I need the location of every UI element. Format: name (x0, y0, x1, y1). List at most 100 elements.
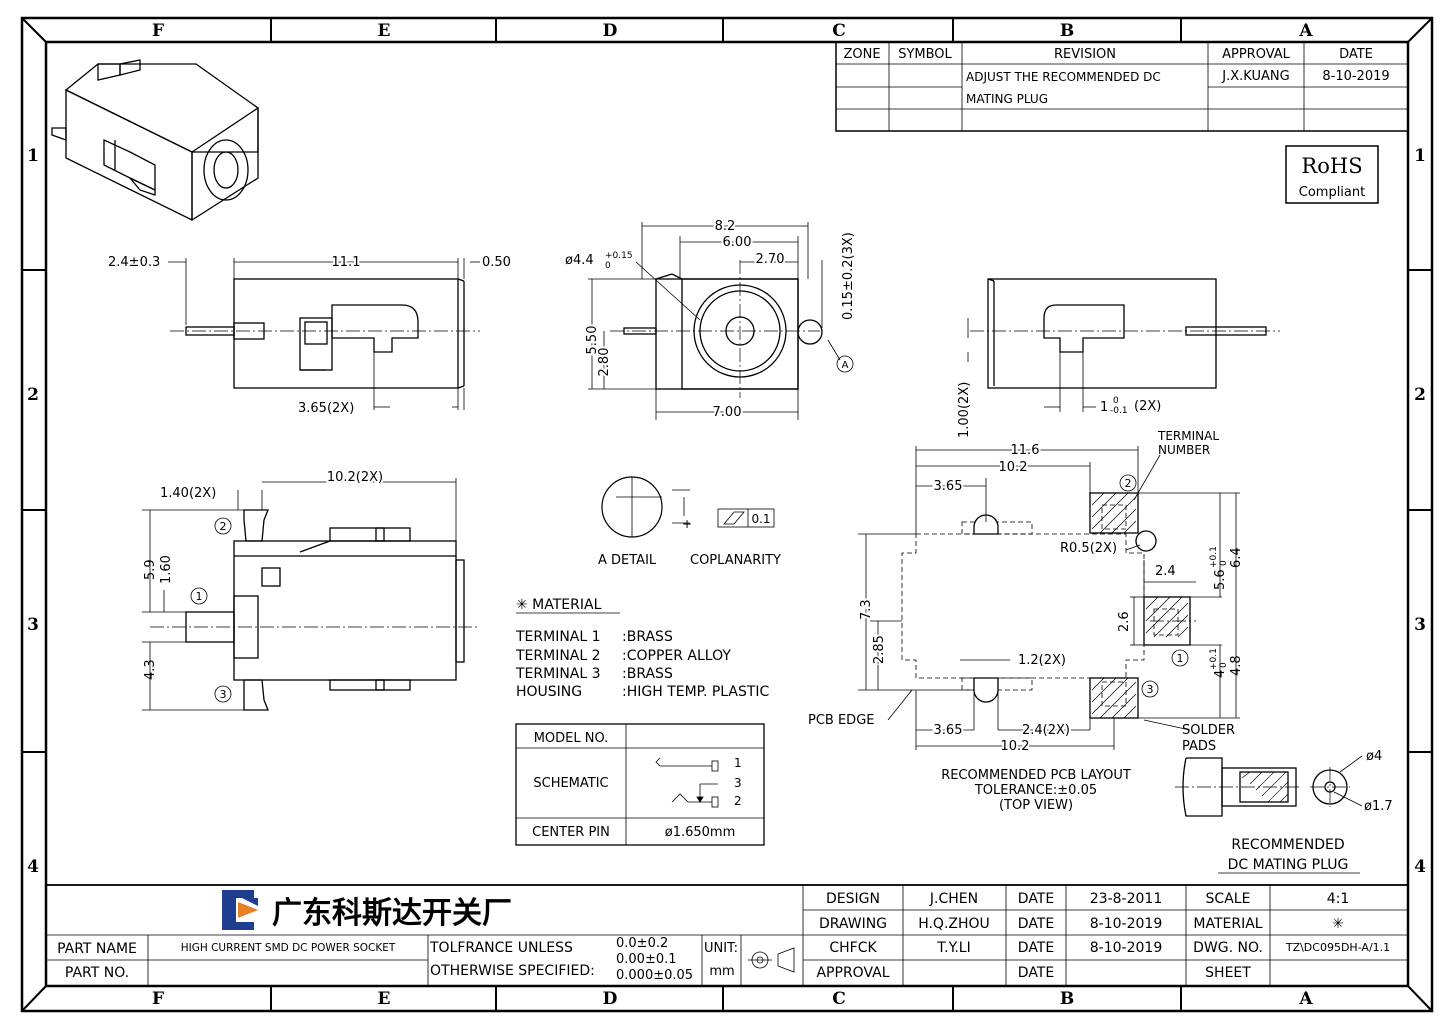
check-date-label: DATE (1018, 940, 1054, 956)
projection-symbol-icon (748, 947, 795, 973)
material-part-4: HOUSING (516, 684, 582, 700)
terminal-number-label-2: NUMBER (1158, 443, 1210, 457)
material-mat-2: :COPPER ALLOY (622, 648, 731, 664)
dim-front-phi-4-4: ø4.4 (565, 253, 594, 268)
dim-pcb-4-sup: +0.1 (1209, 648, 1219, 670)
pcb-terminal-1: 1 (1177, 652, 1184, 665)
rev-header-symbol: SYMBOL (898, 47, 952, 62)
dim-pcb-10-2-bottom: 10.2 (1001, 739, 1030, 754)
drawing-date-label: DATE (1018, 916, 1054, 932)
zone-col-a-top: A (1298, 21, 1313, 41)
dim-front-7-00: 7.00 (713, 405, 742, 420)
detail-a: + 0.1 A DETAIL COPLANARITY (598, 476, 781, 568)
rev-header-approval: APPROVAL (1222, 47, 1291, 62)
design-label: DESIGN (826, 891, 880, 907)
dim-front-phi-4-4-sub: 0 (605, 261, 611, 271)
zone-col-c-bottom: C (832, 989, 846, 1009)
dim-pcb-4-8: 4.8 (1229, 655, 1244, 676)
zone-row-3-right: 3 (1414, 615, 1426, 635)
zone-row-4-right: 4 (1414, 857, 1426, 877)
zone-col-f-bottom: F (152, 989, 164, 1009)
solder-pads-label-1: SOLDER (1182, 723, 1235, 738)
dim-pcb-2-4: 2.4 (1155, 564, 1176, 579)
zone-col-e-top: E (378, 21, 391, 41)
dim-pcb-3-65-top: 3.65 (934, 479, 963, 494)
model-table: MODEL NO. SCHEMATIC CENTER PIN ø1.650mm … (515, 723, 765, 846)
design-value: J.CHEN (929, 891, 978, 907)
dim-pcb-2-85: 2.85 (872, 635, 887, 664)
scale-value: 4:1 (1327, 891, 1350, 907)
center-pin-label: CENTER PIN (532, 825, 610, 840)
plug-caption-2: DC MATING PLUG (1228, 857, 1349, 873)
part-name-value: HIGH CURRENT SMD DC POWER SOCKET (181, 942, 396, 954)
zone-col-b-top: B (1060, 21, 1074, 41)
material-value: ✳ (1332, 916, 1344, 932)
part-name-label: PART NAME (57, 941, 137, 957)
bottom-terminal-3: 3 (220, 688, 227, 701)
dim-bottom-4-3: 4.3 (143, 659, 158, 680)
dim-bottom-1-40: 1.40(2X) (160, 486, 216, 501)
zone-col-e-bottom: E (378, 989, 391, 1009)
plug-dim-phi-4: ø4 (1366, 749, 1382, 764)
dim-bottom-10-2: 10.2(2X) (327, 470, 383, 485)
dim-side-right-2x: (2X) (1134, 399, 1161, 414)
dim-front-5-50: 5.50 (585, 326, 600, 355)
zone-row-4-left: 4 (27, 857, 39, 877)
bottom-terminal-1: 1 (196, 590, 203, 603)
schematic-label: SCHEMATIC (533, 776, 608, 791)
terminal-number-label-1: TERMINAL (1157, 429, 1219, 443)
zone-col-a-bottom: A (1298, 989, 1313, 1009)
dim-front-2-80: 2.80 (597, 348, 612, 377)
rev-header-revision: REVISION (1054, 47, 1116, 62)
front-view: 8.2 6.00 2.70 ø4.4 +0.15 0 0.15±0.2(3X) … (565, 217, 856, 422)
design-date: 23-8-2011 (1090, 891, 1162, 907)
dim-pcb-2-4-2x: 2.4(2X) (1022, 723, 1070, 738)
pcb-terminal-2: 2 (1125, 477, 1132, 490)
zone-col-f-top: F (152, 21, 164, 41)
schematic-pin-3: 3 (734, 776, 742, 790)
check-label: CHFCK (829, 940, 877, 956)
zone-row-2-right: 2 (1414, 385, 1426, 405)
rev-row-approval: J.X.KUANG (1221, 69, 1289, 84)
scale-label: SCALE (1206, 891, 1251, 907)
mating-plug: ø4 ø1.7 RECOMMENDED DC MATING PLUG (1175, 749, 1393, 874)
dim-pcb-5-6: 5.6 (1213, 569, 1228, 590)
rev-header-date: DATE (1339, 47, 1373, 62)
pcb-caption-1: RECOMMENDED PCB LAYOUT (941, 768, 1131, 783)
rev-row-text-1: ADJUST THE RECOMMENDED DC (966, 70, 1161, 84)
dim-side-left-3-65: 3.65(2X) (298, 401, 354, 416)
check-value: T.Y.LI (936, 940, 970, 956)
isometric-view (51, 59, 259, 222)
tolerance-2: 0.00±0.1 (616, 952, 677, 967)
rev-row-text-2: MATING PLUG (966, 92, 1048, 106)
dim-front-phi-4-4-sup: +0.15 (605, 251, 633, 261)
dim-pcb-6-4: 6.4 (1229, 547, 1244, 568)
frame: F E D C B A F E D C B A 1 2 3 4 1 2 3 4 (20, 16, 1434, 1013)
check-date: 8-10-2019 (1090, 940, 1162, 956)
zone-col-c-top: C (832, 21, 846, 41)
schematic-pin-1: 1 (734, 756, 742, 770)
design-date-label: DATE (1018, 891, 1054, 907)
dim-pcb-r0-5: R0.5(2X) (1060, 541, 1117, 556)
dim-pcb-2-6: 2.6 (1117, 611, 1132, 632)
company-logo (222, 890, 258, 930)
coplanarity-plus-icon: + (682, 517, 692, 531)
dim-pcb-5-6-sup: +0.1 (1209, 546, 1219, 568)
datum-a-label: A (842, 360, 849, 371)
dim-pcb-10-2-top: 10.2 (999, 460, 1028, 475)
zone-col-b-bottom: B (1060, 989, 1074, 1009)
dim-pcb-5-6-sub: 0 (1219, 560, 1229, 566)
unit-value: mm (709, 964, 734, 979)
pcb-terminal-3: 3 (1147, 683, 1154, 696)
zone-col-d-bottom: D (603, 989, 618, 1009)
pcb-layout: 11.6 10.2 3.65 R0.5(2X) 2.4 5.6 +0.1 0 6… (808, 429, 1244, 813)
material-title: ✳ MATERIAL (516, 597, 602, 613)
dwg-no-label: DWG. NO. (1193, 940, 1263, 956)
pcb-caption-2: TOLERANCE:±0.05 (974, 783, 1097, 798)
zone-row-2-left: 2 (27, 385, 39, 405)
tolerance-label-1: TOLFRANCE UNLESS (429, 940, 573, 956)
model-no-label: MODEL NO. (534, 731, 609, 746)
dim-pcb-1-2: 1.2(2X) (1018, 653, 1066, 668)
drawing-date: 8-10-2019 (1090, 916, 1162, 932)
